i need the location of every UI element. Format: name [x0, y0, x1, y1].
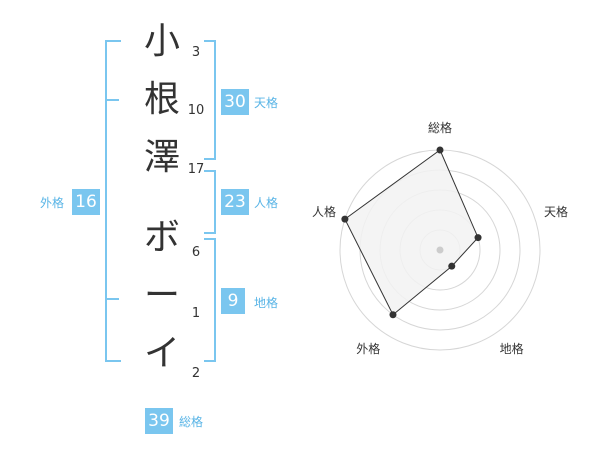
- radar-axis-label-1: 総格: [427, 121, 452, 135]
- soukaku-value-badge: 39: [145, 408, 173, 434]
- radar-value-polygon: [344, 149, 479, 316]
- chikaku-label: 地格: [254, 296, 279, 310]
- radar-axis-label-5: 人格: [311, 205, 336, 220]
- radar-point-3: [448, 262, 456, 270]
- gaikaku-label: 外格: [40, 196, 65, 210]
- name-char-4: ボ: [143, 217, 180, 258]
- name-char-1: 小: [143, 21, 180, 62]
- jinkaku-value-badge: 23: [221, 189, 249, 215]
- name-char-5: ー: [143, 275, 180, 316]
- radar-point-5: [341, 215, 349, 223]
- radar-point-4: [389, 311, 397, 319]
- gaikaku-tick-lower: [105, 298, 119, 300]
- gaikaku-bracket: [105, 40, 121, 362]
- tenkaku-label: 天格: [254, 96, 279, 110]
- gaikaku-tick-upper: [105, 99, 119, 101]
- jinkaku-bracket: [204, 170, 216, 234]
- gaikaku-value-badge: 16: [72, 189, 100, 215]
- name-char-2: 根: [143, 79, 180, 120]
- stroke-count-4: 6: [191, 245, 201, 260]
- tenkaku-value-badge: 30: [221, 89, 249, 115]
- soukaku-label: 総格: [179, 415, 204, 429]
- radar-axis-label-4: 外格: [356, 341, 381, 356]
- radar-point-1: [436, 146, 444, 154]
- tenkaku-bracket: [204, 40, 216, 160]
- name-char-6: イ: [143, 333, 180, 374]
- stroke-count-5: 1: [191, 306, 201, 321]
- radar-point-2: [474, 234, 482, 242]
- jinkaku-label: 人格: [254, 196, 279, 210]
- stroke-count-1: 3: [191, 45, 201, 60]
- stroke-count-3: 17: [187, 162, 205, 177]
- chikaku-bracket: [204, 238, 216, 362]
- radar-axis-label-3: 地格: [499, 341, 524, 356]
- chikaku-value-badge: 9: [221, 288, 245, 314]
- radar-axis-label-2: 天格: [543, 205, 568, 220]
- stroke-count-6: 2: [191, 366, 201, 381]
- radar-center-dot: [436, 246, 444, 254]
- name-char-3: 澤: [143, 137, 180, 178]
- stroke-count-2: 10: [187, 103, 205, 118]
